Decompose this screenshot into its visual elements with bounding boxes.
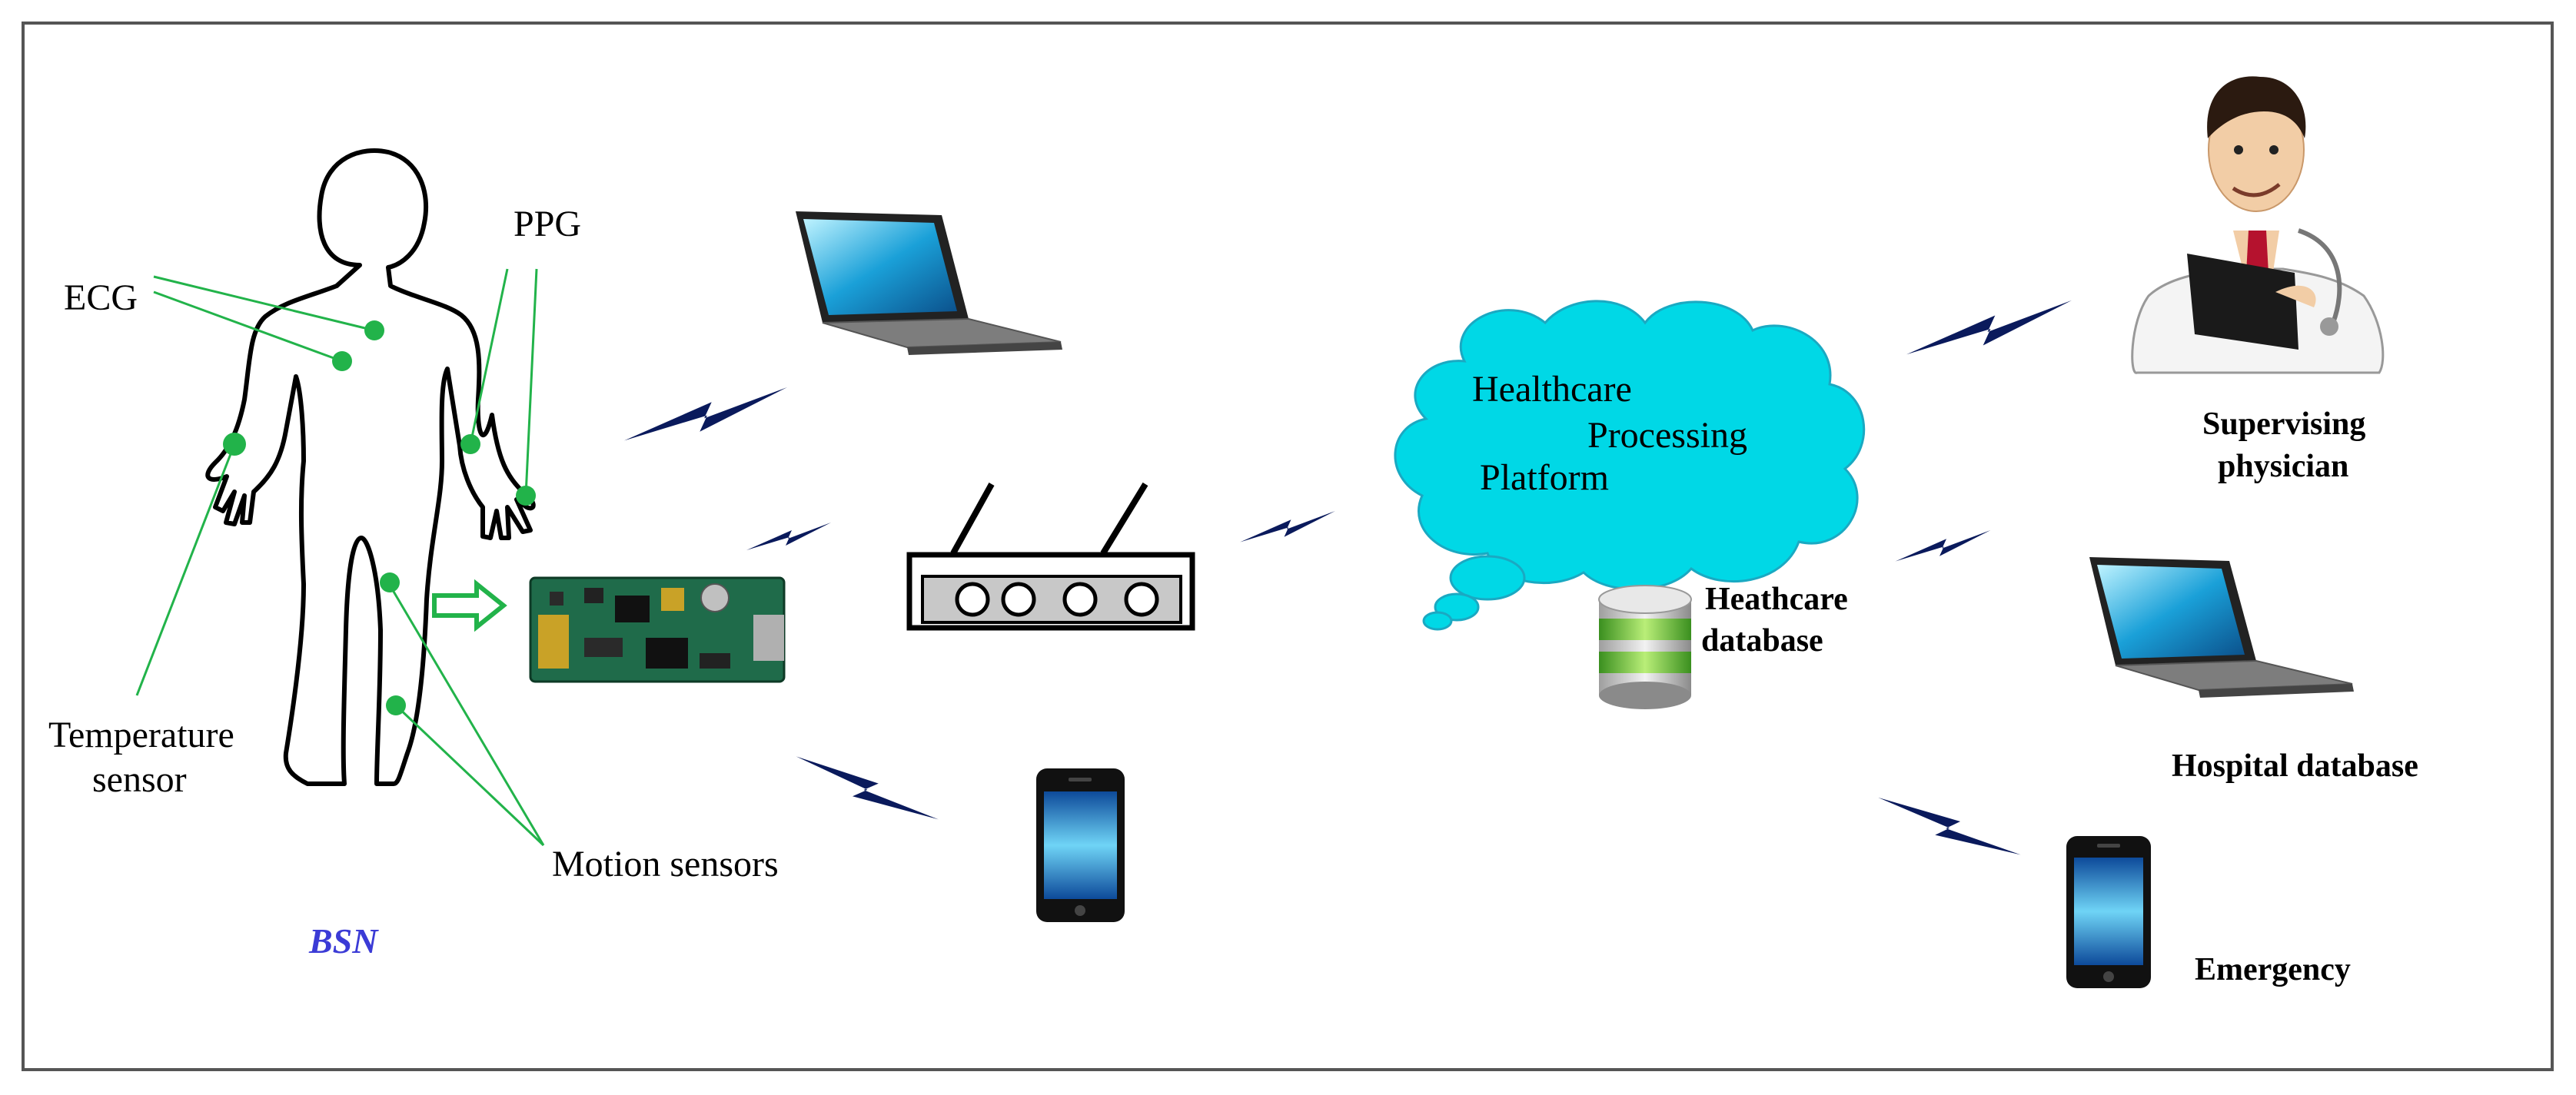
temperature-label-line1: Temperature [48, 715, 234, 755]
smartphone-icon [2066, 836, 2151, 988]
healthcare-database-label-line1: Heathcare [1705, 582, 1848, 617]
temperature-label-line2: sensor [92, 759, 187, 800]
cloud-label-line3: Platform [1480, 457, 1609, 498]
cloud-icon [1394, 300, 1866, 631]
wireless-link-icons [624, 300, 2072, 892]
doctor-icon [2131, 76, 2385, 374]
data-flow-arrow-icon [432, 579, 507, 632]
cloud-label-line2: Processing [1587, 415, 1747, 456]
hospital-database-label: Hospital database [2172, 748, 2418, 784]
smartphone-icon [1036, 768, 1125, 922]
human-outline-icon [205, 148, 536, 786]
database-icon [1598, 585, 1692, 709]
diagram-border [22, 22, 2554, 1071]
bsn-label: BSN [308, 921, 379, 961]
sensor-board-icon [529, 576, 786, 683]
sensor-connectors [135, 268, 545, 847]
cloud-label-line1: Healthcare [1472, 369, 1632, 410]
router-icon [906, 482, 1195, 631]
healthcare-database-label-line2: database [1701, 623, 1823, 659]
ecg-label: ECG [64, 277, 138, 318]
emergency-label: Emergency [2195, 952, 2351, 987]
ppg-label: PPG [514, 204, 581, 244]
laptop-icon [2089, 557, 2354, 698]
laptop-icon [796, 211, 1062, 355]
physician-label-line2: physician [2218, 449, 2348, 484]
sensor-dots [223, 320, 536, 715]
motion-sensors-label: Motion sensors [552, 844, 779, 884]
physician-label-line1: Supervising [2202, 406, 2365, 442]
